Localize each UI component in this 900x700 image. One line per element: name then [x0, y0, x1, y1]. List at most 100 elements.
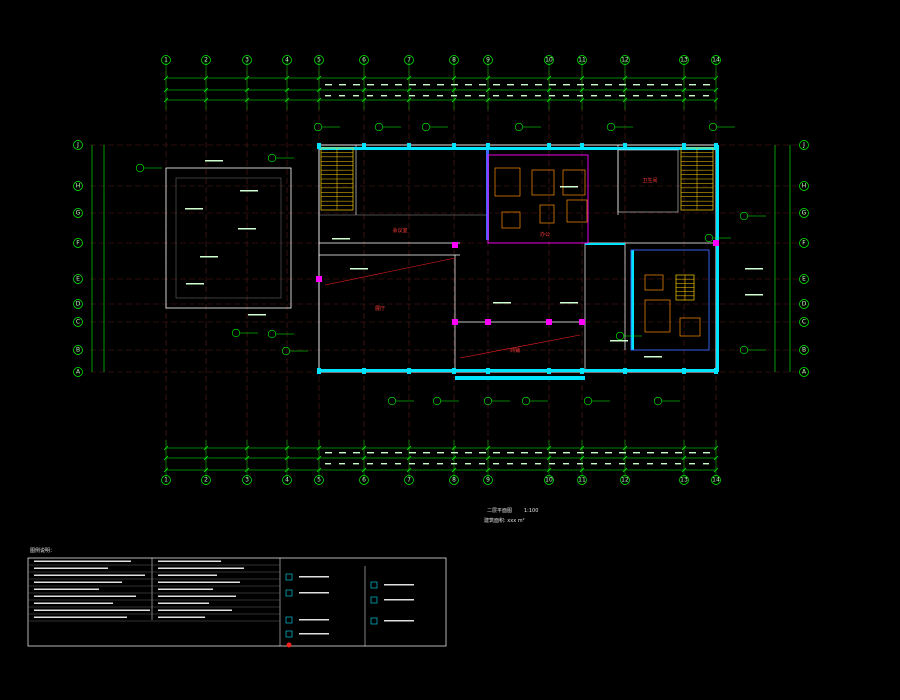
dim-text-mark [675, 452, 682, 454]
legend-text-mark [34, 574, 145, 576]
dim-text-mark [661, 463, 667, 465]
column-mark-top-0 [317, 143, 321, 149]
dim-text-mark [423, 84, 430, 86]
col-bubble-top-2-circle [201, 55, 211, 65]
dim-text-mark [703, 452, 710, 454]
row-bubble-left-B-label: B [76, 347, 80, 354]
dimension-lines [91, 60, 791, 478]
dim-text-mark [437, 452, 444, 454]
furniture-cabinet-1 [566, 199, 588, 223]
dim-text-mark [395, 463, 401, 465]
callout-bubble-15 [739, 345, 749, 355]
column-mark-bottom-3 [452, 368, 456, 374]
col-bubble-top-3-circle [242, 55, 252, 65]
row-bubble-right-H-label: H [802, 183, 807, 190]
room-label-4: 办公 [540, 231, 550, 238]
dim-text-mark [703, 463, 709, 465]
hall-diagonal-1 [324, 257, 456, 286]
row-bubble-left-E-label: E [76, 276, 80, 283]
annotation-mark-8 [350, 268, 368, 270]
col-bubble-bottom-10-circle [544, 475, 554, 485]
col-bubble-bottom-5-label: 5 [317, 477, 321, 484]
dim-text-mark [493, 452, 500, 454]
callout-bubble-18 [615, 331, 625, 341]
col-bubble-bottom-11-label: 11 [578, 477, 586, 484]
callout-bubble-2 [421, 122, 431, 132]
row-bubble-left-J-circle [73, 140, 83, 150]
col-bubble-top-3-label: 3 [245, 57, 249, 64]
col-bubble-bottom-9-circle [483, 475, 493, 485]
legend-text-mark [158, 560, 221, 562]
legend-text-mark [34, 581, 122, 583]
column-mark-bottom-1 [362, 368, 366, 374]
col-bubble-top-12-circle [620, 55, 630, 65]
room-label-3: 商铺 [510, 347, 520, 354]
row-bubble-right-C-label: C [802, 319, 806, 326]
dim-text-mark [605, 84, 612, 86]
dim-text-mark [619, 452, 626, 454]
dim-text-mark [493, 95, 499, 97]
room-outline-toilet [617, 149, 679, 213]
row-bubble-left-B-circle [73, 345, 83, 355]
col-bubble-bottom-12-label: 12 [621, 477, 629, 484]
dim-text-mark [451, 452, 458, 454]
dim-text-mark [465, 95, 471, 97]
dim-text-mark [577, 95, 583, 97]
dim-text-mark [437, 84, 444, 86]
column-mark-top-9 [714, 143, 718, 149]
row-bubble-right-D-circle [799, 299, 809, 309]
row-bubble-right-A-circle [799, 367, 809, 377]
dim-text-mark [647, 84, 654, 86]
window-band-blue [486, 150, 489, 240]
legend-symbol-3 [285, 630, 293, 638]
legend-symbol-red [286, 642, 292, 648]
row-bubble-right-B-label: B [802, 347, 806, 354]
callout-bubble-0 [313, 122, 323, 132]
dim-text-mark [465, 84, 472, 86]
dim-text-mark [479, 84, 486, 86]
dim-text-mark [409, 463, 415, 465]
col-bubble-bottom-5-circle [314, 475, 324, 485]
row-bubble-left-F-label: F [76, 240, 80, 247]
dim-text-mark [703, 95, 709, 97]
legend-text-mark [34, 595, 136, 597]
dim-text-mark [591, 452, 598, 454]
col-bubble-bottom-6-label: 6 [362, 477, 366, 484]
wall-left-annex-inner [175, 177, 282, 299]
annotation-mark-15 [560, 186, 578, 188]
legend-symbol-text [384, 620, 414, 622]
legend-symbol-5 [370, 596, 378, 604]
col-bubble-top-5-label: 5 [317, 57, 321, 64]
dim-text-mark [395, 84, 402, 86]
col-bubble-top-10-label: 10 [545, 57, 553, 64]
row-bubble-left-G-label: G [76, 210, 81, 217]
column-mark-top-2 [407, 143, 411, 149]
row-bubble-right-F-label: F [802, 240, 806, 247]
room-label-5: 卫生间 [642, 177, 657, 184]
col-bubble-bottom-9-label: 9 [486, 477, 490, 484]
dim-text-mark [675, 463, 681, 465]
column-mark-bottom-2 [407, 368, 411, 374]
row-bubble-left-D-label: D [76, 301, 81, 308]
dim-text-mark [689, 452, 696, 454]
dim-text-mark [619, 95, 625, 97]
column-2 [546, 319, 552, 325]
column-mark-bottom-0 [317, 368, 321, 374]
annotation-mark-0 [205, 160, 223, 162]
window-band-inner [631, 250, 634, 350]
callout-bubble-14 [281, 346, 291, 356]
column-mark-top-7 [623, 143, 627, 149]
dim-text-mark [451, 95, 457, 97]
col-bubble-top-13-circle [679, 55, 689, 65]
col-bubble-top-1-label: 1 [164, 57, 168, 64]
furniture-bed-3 [644, 299, 671, 333]
col-bubble-bottom-2-label: 2 [204, 477, 208, 484]
row-bubble-left-A-label: A [76, 369, 81, 376]
callout-bubble-16 [739, 211, 749, 221]
column-mark-bottom-8 [682, 368, 686, 374]
column-mark-bottom-5 [547, 368, 551, 374]
window-band-3 [585, 243, 625, 245]
legend-text-mark [158, 567, 244, 569]
col-bubble-bottom-8-circle [449, 475, 459, 485]
callout-bubble-11 [521, 396, 531, 406]
